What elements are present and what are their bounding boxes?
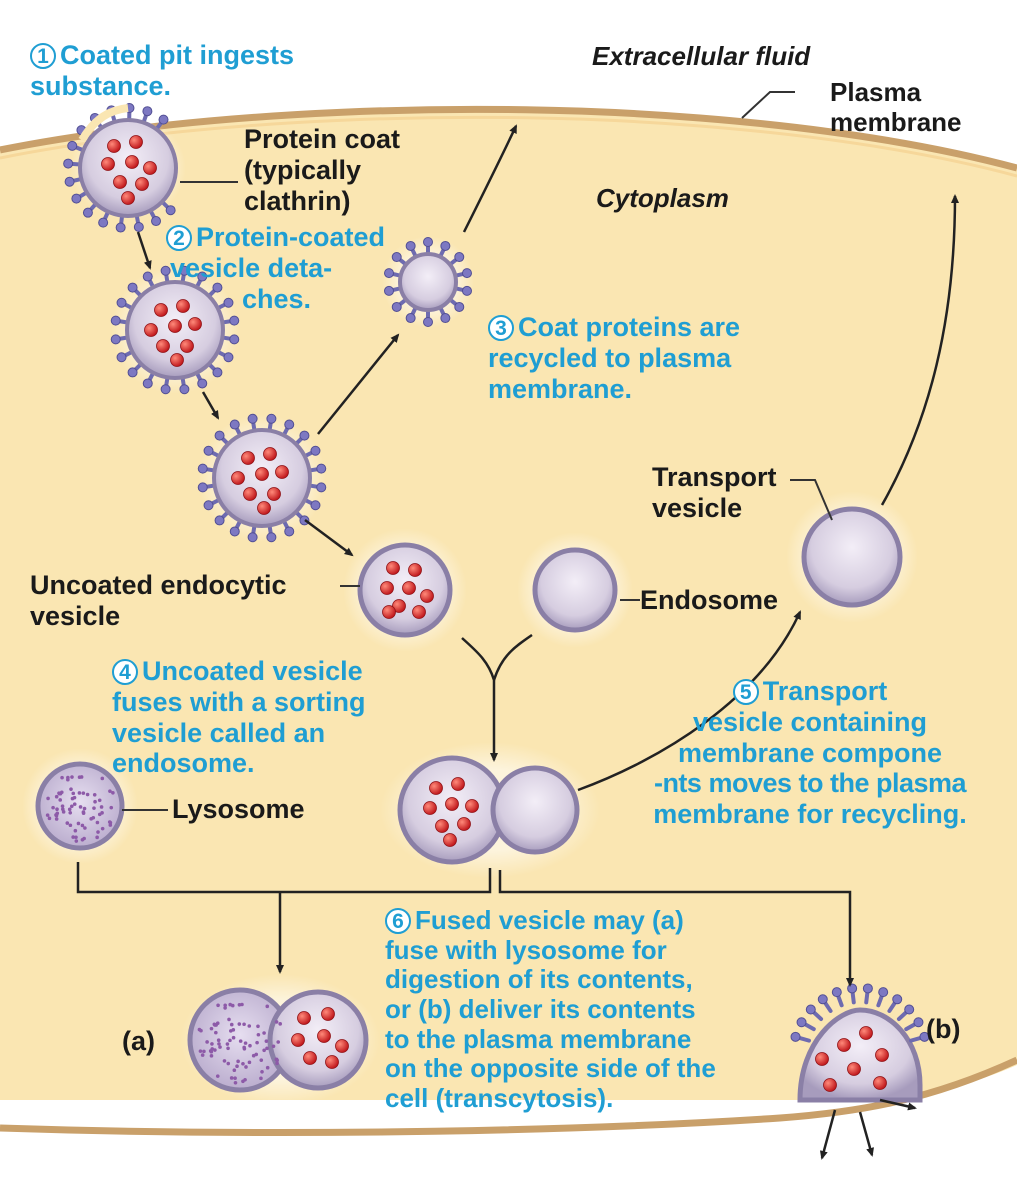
step-5-number: 5: [732, 679, 759, 705]
endosome-label: Endosome: [640, 585, 779, 615]
coated-vesicle-a: [110, 265, 240, 395]
endosome: [517, 532, 633, 648]
coated-vesicle-b: [197, 413, 327, 543]
extracellular-fluid-label: Extracellular fluid: [592, 41, 811, 71]
step-1-number: 1: [30, 43, 56, 69]
cytoplasm-region: [0, 109, 1017, 1101]
transcytosis-vesicle: [790, 983, 930, 1103]
fused-vesicle: [380, 742, 600, 878]
plasma-membrane-top: [0, 105, 1017, 172]
step-6-number: 6: [385, 908, 411, 934]
lysosome-label: Lysosome: [172, 794, 305, 824]
uncoated-endocytic-vesicle: [343, 528, 467, 652]
plasma-membrane-label: Plasma membrane: [830, 77, 962, 137]
lysosome-fused-vesicle: [180, 974, 380, 1106]
pathway-arrows: [76, 124, 959, 1160]
transport-vesicle: [786, 491, 918, 623]
outcome-b-label: (b): [926, 1014, 961, 1044]
coated-pit: [63, 103, 186, 233]
connectors: [122, 91, 833, 811]
cytoplasm-label: Cytoplasm: [596, 183, 729, 213]
lysosome: [22, 748, 138, 864]
outcome-a-label: (a): [122, 1026, 155, 1056]
step-3-number: 3: [488, 315, 514, 341]
step-2-number: 2: [166, 225, 192, 251]
uncoated-vesicle-label: Uncoated endocytic vesicle: [30, 570, 287, 631]
transport-vesicle-label: Transport vesicle: [652, 462, 777, 523]
step-4-number: 4: [112, 659, 138, 685]
protein-coat-label: Protein coat (typically clathrin): [244, 124, 401, 216]
coat-recycling-vesicle: [382, 236, 474, 328]
